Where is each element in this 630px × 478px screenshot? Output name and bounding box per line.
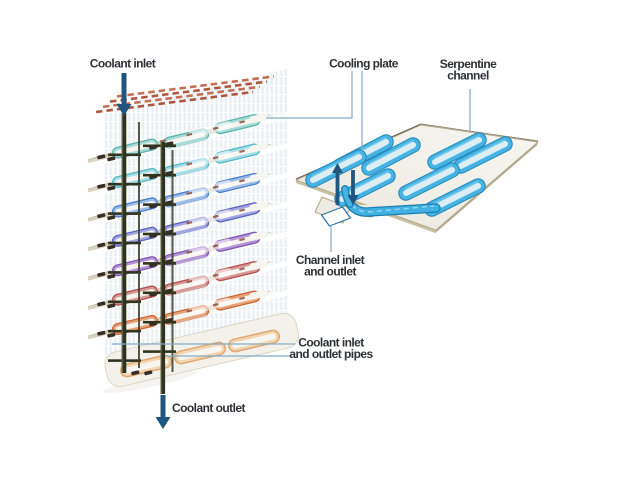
- svg-text:channel: channel: [447, 68, 489, 82]
- svg-text:Coolant outlet: Coolant outlet: [172, 401, 246, 415]
- svg-text:and outlet: and outlet: [304, 265, 356, 279]
- svg-text:Serpentine: Serpentine: [440, 57, 497, 71]
- svg-text:Channel inlet: Channel inlet: [296, 253, 365, 267]
- svg-text:Cooling plate: Cooling plate: [329, 57, 399, 71]
- svg-text:Coolant inlet: Coolant inlet: [298, 336, 364, 350]
- svg-text:Coolant inlet: Coolant inlet: [90, 57, 156, 71]
- svg-text:and outlet pipes: and outlet pipes: [289, 347, 373, 361]
